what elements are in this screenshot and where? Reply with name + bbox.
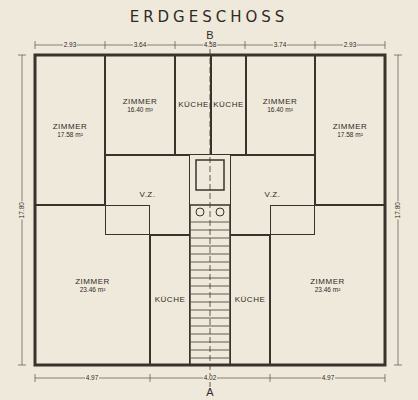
room-area: 17.58 m² — [337, 131, 363, 138]
stair-tread — [191, 246, 229, 247]
stair-tread — [191, 230, 229, 231]
room-name: ZIMMER — [53, 122, 88, 131]
stair-tread — [191, 222, 229, 223]
room: V.Z. — [105, 155, 190, 235]
room-name: KÜCHE — [235, 295, 266, 304]
room: ZIMMER16.40 m² — [245, 55, 315, 155]
stair-tread — [191, 286, 229, 287]
room-name: ZIMMER — [123, 97, 158, 106]
room-area: 23.46 m² — [80, 286, 106, 293]
room-area: 17.58 m² — [57, 131, 83, 138]
room: ZIMMER17.58 m² — [315, 55, 385, 205]
stair-tread — [191, 254, 229, 255]
stair-treads — [191, 222, 229, 358]
room-area: 16.40 m² — [267, 106, 293, 113]
stair-tread — [191, 302, 229, 303]
room: KÜCHE — [210, 55, 247, 155]
dimension-text: 17.80 — [395, 201, 402, 219]
section-mark: A — [205, 387, 214, 398]
stair-tread — [191, 334, 229, 335]
room-name: ZIMMER — [333, 122, 368, 131]
room: ZIMMER17.58 m² — [35, 55, 105, 205]
room: KÜCHE — [150, 235, 190, 365]
stair-tread — [191, 358, 229, 359]
walls — [35, 55, 385, 365]
room: KÜCHE — [175, 55, 212, 155]
plan-title: ERDGESCHOSS — [0, 8, 418, 26]
dimension-text: 4.97 — [85, 375, 100, 382]
room-name: ZIMMER — [75, 277, 110, 286]
stair-tread — [191, 310, 229, 311]
dimension-text: 17.80 — [19, 201, 26, 219]
room-name: KÜCHE — [155, 295, 186, 304]
stair-tread — [191, 318, 229, 319]
room-name: V.Z. — [140, 190, 156, 199]
room-area: 16.40 m² — [127, 106, 153, 113]
stair-marker — [196, 208, 204, 216]
stair-tread — [191, 350, 229, 351]
room-name: ZIMMER — [310, 277, 345, 286]
dimension-text: 4.02 — [203, 375, 218, 382]
room: ZIMMER23.46 m² — [35, 205, 150, 365]
dimension-text: 4.97 — [321, 375, 336, 382]
stair-tread — [191, 326, 229, 327]
stair-tread — [191, 270, 229, 271]
outer-wall — [35, 55, 385, 365]
section-mark: B — [205, 30, 214, 41]
room-name: KÜCHE — [213, 100, 244, 109]
dimension-text: 4.58 — [203, 42, 218, 49]
dimension-text: 3.74 — [273, 42, 288, 49]
dimension-text: 2.93 — [343, 42, 358, 49]
room-area: 23.46 m² — [315, 286, 341, 293]
stair-tread — [191, 278, 229, 279]
room: V.Z. — [230, 155, 315, 235]
stair-tread — [191, 294, 229, 295]
dimension-text: 2.93 — [63, 42, 78, 49]
room: KÜCHE — [230, 235, 270, 365]
room: ZIMMER23.46 m² — [270, 205, 385, 365]
room-name: ZIMMER — [263, 97, 298, 106]
stair-tread — [191, 238, 229, 239]
stair-tread — [191, 342, 229, 343]
room-name: V.Z. — [265, 190, 281, 199]
dimension-text: 3.64 — [133, 42, 148, 49]
room: ZIMMER16.40 m² — [105, 55, 175, 155]
stair-tread — [191, 262, 229, 263]
room-name: KÜCHE — [178, 100, 209, 109]
stair-marker — [216, 208, 224, 216]
